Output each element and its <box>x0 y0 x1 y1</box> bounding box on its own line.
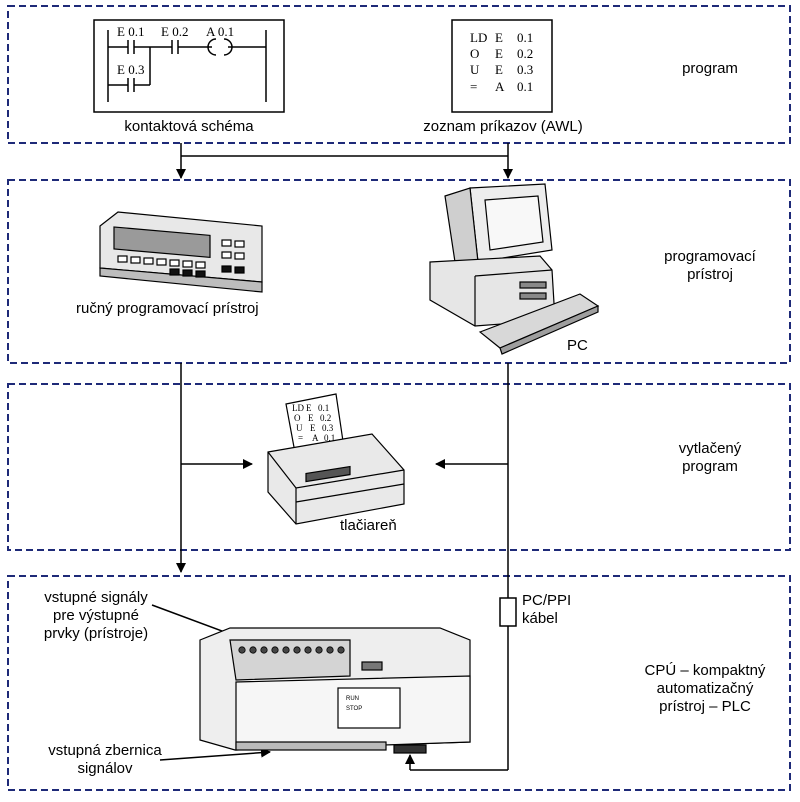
input-bus-line-2: signálov <box>77 760 133 777</box>
input-bus-line-1: vstupná zbernica <box>48 742 162 759</box>
awl-line-3-op: U <box>470 62 480 77</box>
printer-caption: tlačiareň <box>340 517 397 534</box>
ladder-coil-label: A 0.1 <box>206 24 234 39</box>
ladder-contact-1-label: E 0.1 <box>117 24 144 39</box>
pc-caption: PC <box>567 337 588 354</box>
printed-line-3-address: 0.3 <box>322 423 334 433</box>
printed-line-2-operand: E <box>308 413 314 423</box>
awl-caption: zoznam príkazov (AWL) <box>423 118 583 135</box>
awl-line-3-operand: E <box>495 62 503 77</box>
section-program-text: program <box>682 60 738 77</box>
section-printed-line-1: vytlačený <box>678 440 742 457</box>
section-cpu-line-2: automatizačný <box>656 680 754 697</box>
awl-line-4-address: 0.1 <box>517 79 533 94</box>
section-programmer-line-1: programovací <box>664 248 756 265</box>
awl-line-2-address: 0.2 <box>517 46 533 61</box>
printed-line-2-op: O <box>294 413 301 423</box>
section-program-label: program <box>650 60 770 78</box>
pc-icon <box>429 183 600 355</box>
section-programmer-frame <box>7 179 791 364</box>
printed-line-3-operand: E <box>310 423 316 433</box>
awl-line-4-op: = <box>470 79 477 94</box>
section-programmer-label: programovací prístroj <box>640 248 780 284</box>
connector-lines <box>151 143 513 771</box>
printed-line-2-address: 0.2 <box>320 413 331 423</box>
ladder-contact-3-label: E 0.3 <box>117 62 144 77</box>
printed-line-4-operand: A <box>312 433 319 443</box>
section-printed-frame <box>7 383 791 551</box>
printed-line-1-op: LD <box>292 403 304 413</box>
awl-line-4-operand: A <box>495 79 505 94</box>
handheld-programmer-caption: ručný programovací prístroj <box>76 300 259 317</box>
section-cpu-line-3: prístroj – PLC <box>659 698 751 715</box>
awl-line-1-operand: E <box>495 30 503 45</box>
section-printed-line-2: program <box>682 458 738 475</box>
printed-listing: LD E 0.1 O E 0.2 U E 0.3 = A 0.1 <box>292 403 335 443</box>
plc-stop-label: STOP <box>346 706 362 712</box>
awl-line-3-address: 0.3 <box>517 62 533 77</box>
section-cpu-frame <box>7 575 791 791</box>
section-printed-label: vytlačený program <box>640 440 780 476</box>
section-programmer-line-2: prístroj <box>687 266 733 283</box>
cable-caption-line-1: PC/PPI <box>522 592 572 609</box>
awl-line-2-operand: E <box>495 46 503 61</box>
awl-line-1-address: 0.1 <box>517 30 533 45</box>
printed-line-1-operand: E <box>306 403 312 413</box>
printed-line-4-op: = <box>298 433 303 443</box>
input-signals-line-1: vstupné signály <box>44 589 148 606</box>
cable-caption-line-2: kábel <box>522 610 558 627</box>
ladder-contact-2-label: E 0.2 <box>161 24 188 39</box>
input-signals-caption: vstupné signály pre výstupné prvky (prís… <box>26 589 166 643</box>
ladder-diagram <box>93 19 285 113</box>
plc-device-icon <box>199 627 471 754</box>
section-cpu-label: CPÚ – kompaktný automatizačný prístroj –… <box>620 662 790 716</box>
printed-line-1-address: 0.1 <box>318 403 329 413</box>
printed-line-3-op: U <box>296 423 303 433</box>
section-cpu-line-1: CPÚ – kompaktný <box>644 662 766 679</box>
printed-line-4-address: 0.1 <box>324 433 335 443</box>
ladder-caption: kontaktová schéma <box>124 118 254 135</box>
awl-box <box>451 19 553 113</box>
plc-run-label: RUN <box>346 696 359 702</box>
pc-ppi-cable-plug <box>499 597 517 627</box>
plc-terminals <box>238 646 345 654</box>
input-signals-line-2: pre výstupné <box>53 607 139 624</box>
input-signals-line-3: prvky (prístroje) <box>43 625 149 642</box>
printer-icon <box>267 393 405 525</box>
awl-listing: LD E 0.1 O E 0.2 U E 0.3 = A 0.1 <box>470 30 533 94</box>
handheld-programmer-icon <box>99 211 263 293</box>
cable-caption: PC/PPI kábel <box>522 592 571 628</box>
awl-line-1-op: LD <box>470 30 487 45</box>
awl-line-2-op: O <box>470 46 479 61</box>
section-program-frame <box>7 5 791 144</box>
input-bus-caption: vstupná zbernica signálov <box>30 742 180 778</box>
